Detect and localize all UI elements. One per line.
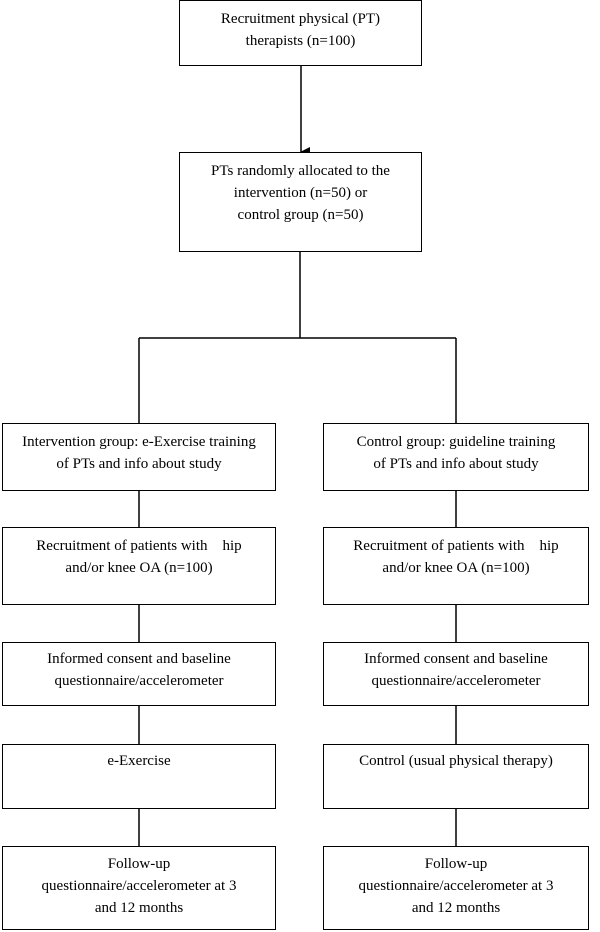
control-group-line-1: Control group: guideline training — [356, 434, 556, 450]
intervention-recruit-patients-box: Recruitment of patients with hip and/or … — [2, 527, 276, 605]
recruit-pt-box: Recruitment physical (PT) therapists (n=… — [179, 0, 422, 66]
control-recruit-patients-box: Recruitment of patients with hip and/or … — [323, 527, 589, 605]
control-consent-line-2: questionnaire/accelerometer — [371, 673, 541, 689]
recruit-pt-line-2: therapists (n=100) — [245, 33, 356, 49]
intervention-consent-box: Informed consent and baseline questionna… — [2, 642, 276, 706]
control-group-box: Control group: guideline training of PTs… — [323, 423, 589, 491]
intervention-treatment-line-1: e-Exercise — [107, 753, 171, 769]
control-treatment-line-1: Control (usual physical therapy) — [359, 753, 553, 769]
control-followup-line-2: questionnaire/accelerometer at 3 — [358, 878, 554, 894]
control-followup-box: Follow-up questionnaire/accelerometer at… — [323, 846, 589, 930]
randomize-line-1: PTs randomly allocated to the — [211, 163, 390, 179]
control-followup-line-1: Follow-up — [424, 856, 488, 872]
intervention-group-box: Intervention group: e-Exercise training … — [2, 423, 276, 491]
randomize-line-2: intervention (n=50) or — [233, 185, 368, 201]
intervention-consent-line-1: Informed consent and baseline — [47, 651, 231, 667]
intervention-recruit-line-1: Recruitment of patients with hip — [36, 538, 242, 554]
intervention-followup-line-3: and 12 months — [94, 900, 184, 916]
control-group-line-2: of PTs and info about study — [373, 456, 539, 472]
intervention-treatment-box: e-Exercise — [2, 744, 276, 809]
intervention-group-line-2: of PTs and info about study — [56, 456, 222, 472]
intervention-followup-line-1: Follow-up — [107, 856, 171, 872]
intervention-recruit-line-2: and/or knee OA (n=100) — [65, 560, 213, 576]
control-followup-line-3: and 12 months — [411, 900, 501, 916]
randomize-box: PTs randomly allocated to the interventi… — [179, 152, 422, 252]
control-treatment-box: Control (usual physical therapy) — [323, 744, 589, 809]
recruit-pt-line-1: Recruitment physical (PT) — [220, 11, 381, 27]
randomize-line-3: control group (n=50) — [237, 207, 364, 223]
control-consent-line-1: Informed consent and baseline — [364, 651, 548, 667]
intervention-group-line-1: Intervention group: e-Exercise training — [22, 434, 256, 450]
intervention-consent-line-2: questionnaire/accelerometer — [54, 673, 224, 689]
control-consent-box: Informed consent and baseline questionna… — [323, 642, 589, 706]
intervention-followup-line-2: questionnaire/accelerometer at 3 — [41, 878, 237, 894]
control-recruit-line-2: and/or knee OA (n=100) — [382, 560, 530, 576]
control-recruit-line-1: Recruitment of patients with hip — [353, 538, 559, 554]
intervention-followup-box: Follow-up questionnaire/accelerometer at… — [2, 846, 276, 930]
